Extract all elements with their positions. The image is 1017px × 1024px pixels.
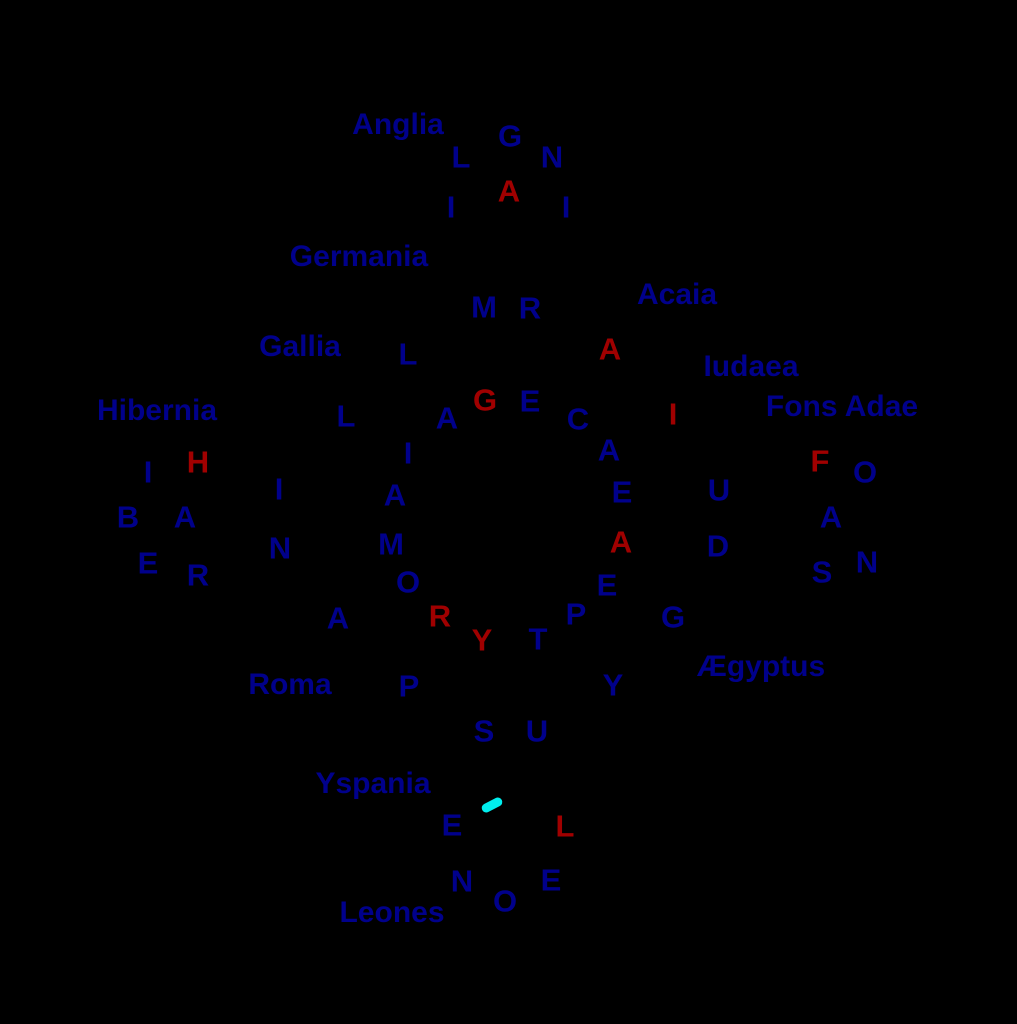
scattered-letter-initial: F xyxy=(810,443,830,479)
scattered-letter-initial: H xyxy=(186,444,210,480)
scattered-letter-initial: A xyxy=(497,173,521,209)
scattered-letter: N xyxy=(450,863,474,899)
region-label-roma: Roma xyxy=(248,668,332,701)
scattered-letter: A xyxy=(326,600,350,636)
scattered-letter: E xyxy=(441,807,463,843)
region-label-hibernia: Hibernia xyxy=(96,394,218,427)
scattered-letter: E xyxy=(540,862,562,898)
scattered-letter: I xyxy=(403,435,413,471)
region-label-gallia: Gallia xyxy=(259,330,341,363)
cyan-capsule-marker xyxy=(480,795,504,815)
scattered-letter-initial: I xyxy=(668,396,678,432)
region-label-aegyptus: Ægyptus xyxy=(696,650,826,683)
scattered-letter: I xyxy=(446,189,456,225)
region-label-fons-adae: Fons Adae xyxy=(765,390,919,423)
scattered-letter: B xyxy=(116,499,140,535)
scattered-letter: Y xyxy=(602,667,624,703)
scattered-letter: G xyxy=(660,599,686,635)
scattered-letter: I xyxy=(274,471,284,507)
scattered-letter: S xyxy=(473,713,495,749)
scattered-letter: O xyxy=(852,454,878,490)
region-label-acaia: Acaia xyxy=(636,278,718,311)
scattered-letter: N xyxy=(855,544,879,580)
scattered-letter: L xyxy=(451,139,471,175)
scattered-letter: I xyxy=(561,189,571,225)
scattered-letter-initial: R xyxy=(428,598,452,634)
scattered-letter: I xyxy=(143,454,153,490)
scattered-letter: A xyxy=(597,432,621,468)
scattered-letter: A xyxy=(435,400,459,436)
scattered-letter: U xyxy=(707,472,731,508)
scattered-letter: D xyxy=(706,528,730,564)
scattered-letter: E xyxy=(519,383,541,419)
scattered-letter: M xyxy=(471,289,497,325)
scattered-letter-initial: A xyxy=(598,331,622,367)
scattered-letter: N xyxy=(268,530,292,566)
scattered-letter-initial: L xyxy=(555,808,575,844)
scattered-letter: P xyxy=(398,668,420,704)
scattered-letter: L xyxy=(336,398,356,434)
scattered-letter: L xyxy=(398,336,418,372)
scattered-letter: E xyxy=(596,567,618,603)
scattered-letter: E xyxy=(611,474,633,510)
scattered-letter: U xyxy=(525,713,549,749)
region-label-anglia: Anglia xyxy=(352,108,444,141)
scattered-letter: N xyxy=(540,139,564,175)
region-label-germania: Germania xyxy=(289,240,429,273)
scattered-letter: O xyxy=(395,564,421,600)
scattered-letter: M xyxy=(378,526,404,562)
scattered-letter: G xyxy=(497,118,523,154)
scattered-letter-initial: G xyxy=(472,382,498,418)
scattered-letter: A xyxy=(819,499,843,535)
scattered-letter: A xyxy=(383,477,407,513)
region-label-leones: Leones xyxy=(339,896,445,929)
region-label-yspania: Yspania xyxy=(315,767,431,800)
scattered-letter: O xyxy=(492,883,518,919)
scattered-letter: R xyxy=(518,290,542,326)
scattered-letter: C xyxy=(566,401,590,437)
scattered-letter: A xyxy=(173,499,197,535)
region-label-iudaea: Iudaea xyxy=(703,350,799,383)
scattered-letter: R xyxy=(186,557,210,593)
scattered-letter: S xyxy=(811,554,833,590)
scattered-letter-initial: Y xyxy=(471,622,493,658)
scattered-letter-initial: A xyxy=(609,524,633,560)
scattered-letter: P xyxy=(565,596,587,632)
scattered-letter: E xyxy=(137,545,159,581)
scattered-letter: T xyxy=(528,621,548,657)
